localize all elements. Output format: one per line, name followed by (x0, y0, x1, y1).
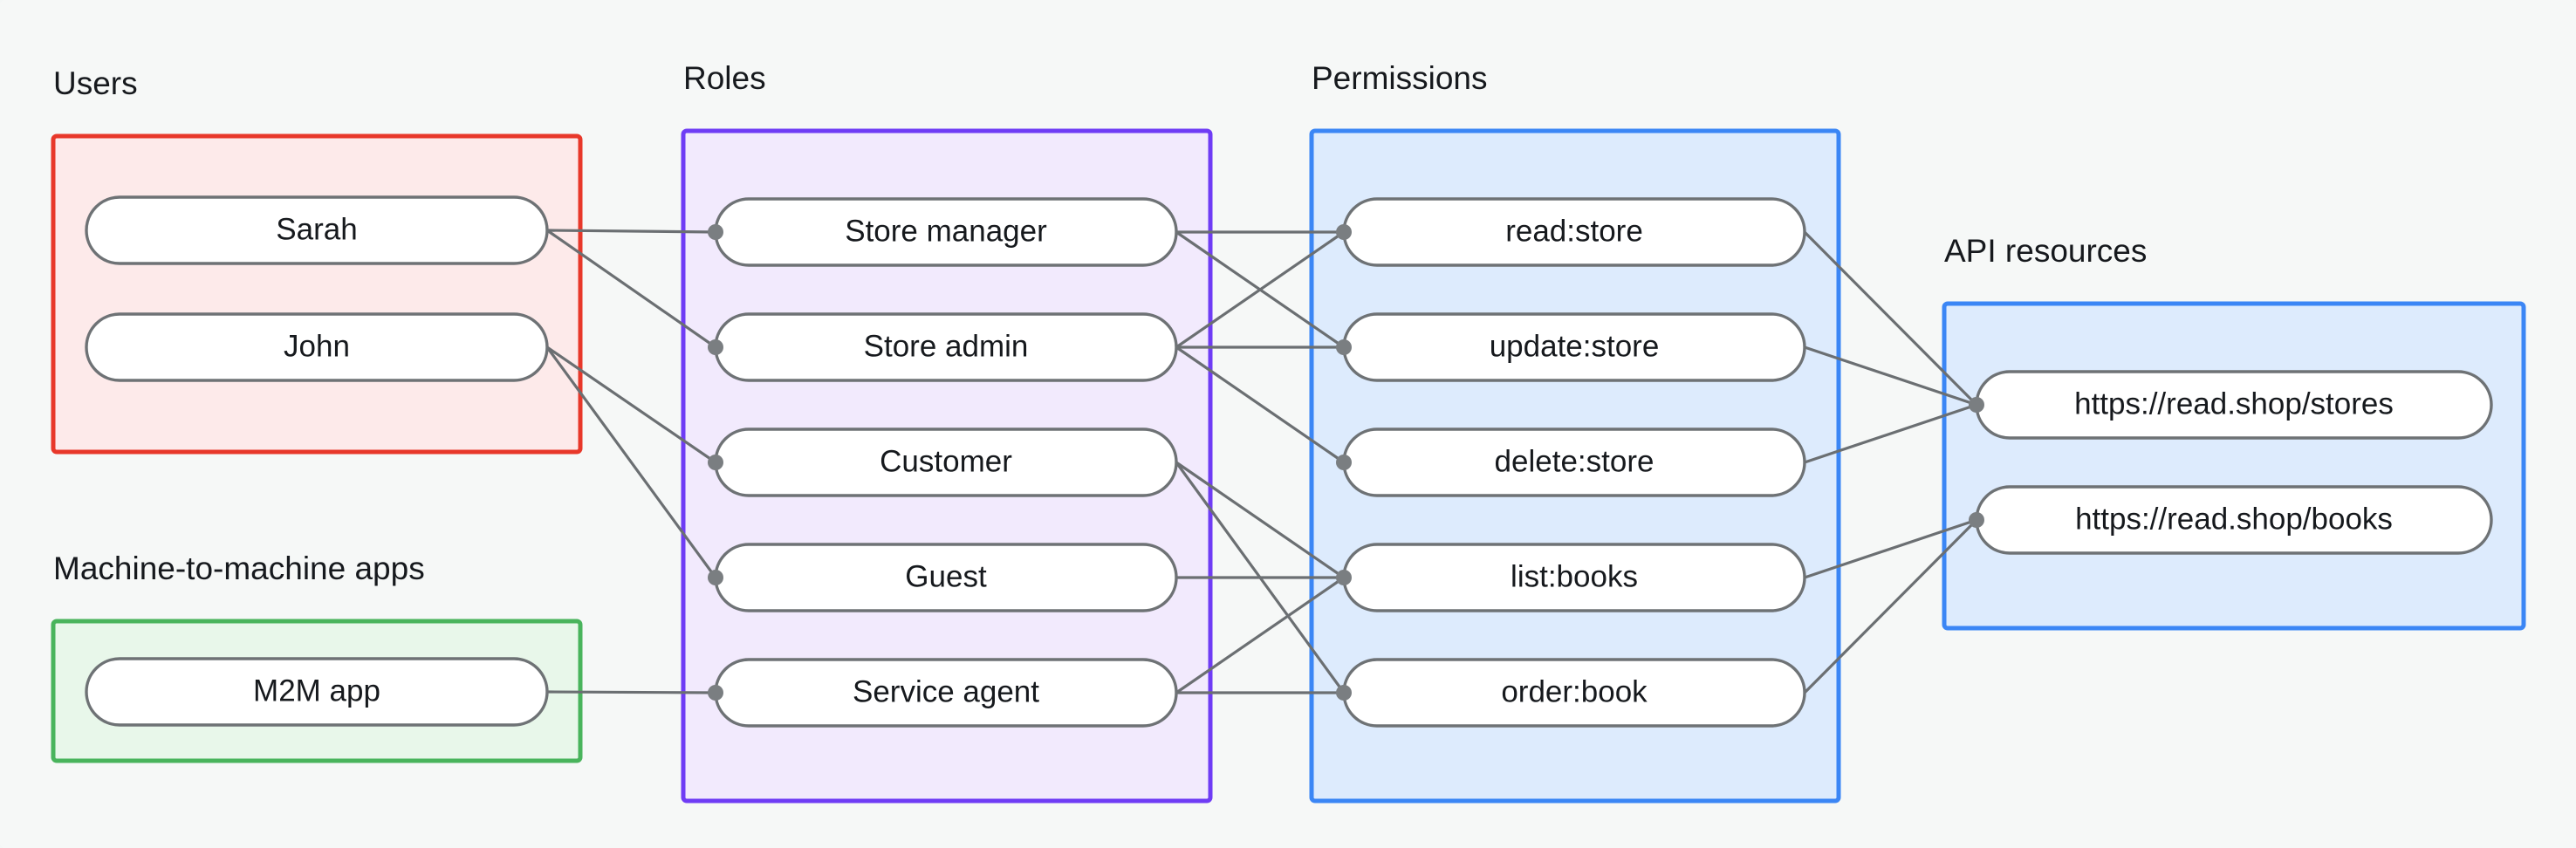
edge-endpoint-guest (708, 570, 723, 585)
node-label-m2m_app: M2M app (253, 674, 380, 708)
edge-service_agent-to-list_books (1175, 576, 1345, 694)
node-sarah[interactable] (85, 195, 549, 265)
node-label-sarah: Sarah (276, 212, 357, 246)
node-label-store_admin: Store admin (864, 329, 1029, 363)
edge-m2m_app-to-service_agent (546, 690, 716, 694)
edge-endpoint-list_books (1336, 570, 1352, 585)
edge-endpoint-store_admin (708, 339, 723, 355)
node-label-delete_store: delete:store (1495, 444, 1655, 478)
edge-store_admin-to-read_store (1175, 230, 1345, 349)
edge-endpoint-res_stores (1969, 397, 1984, 413)
node-john[interactable] (85, 312, 549, 382)
edge-endpoint-order_book (1336, 685, 1352, 701)
node-label-customer: Customer (880, 444, 1012, 478)
node-label-update_store: update:store (1490, 329, 1660, 363)
edge-layer (545, 229, 1978, 694)
group-label-roles: Roles (683, 60, 766, 96)
endpoint-layer (708, 224, 1984, 701)
node-label-store_manager: Store manager (845, 214, 1047, 248)
edge-read_store-to-res_stores (1803, 230, 1978, 407)
edge-list_books-to-res_books (1804, 518, 1977, 579)
edge-endpoint-update_store (1336, 339, 1352, 355)
group-container-api_resources (1942, 301, 2526, 631)
edge-endpoint-delete_store (1336, 455, 1352, 470)
edge-john-to-customer (546, 345, 716, 464)
edge-store_admin-to-delete_store (1175, 345, 1345, 464)
node-label-res_stores: https://read.shop/stores (2074, 386, 2394, 421)
edge-endpoint-customer (708, 455, 723, 470)
group-label-permissions: Permissions (1312, 60, 1488, 96)
node-label-list_books: list:books (1511, 559, 1638, 593)
edge-delete_store-to-res_stores (1804, 403, 1977, 464)
edge-endpoint-read_store (1336, 224, 1352, 240)
edge-update_store-to-res_stores (1804, 345, 1977, 407)
node-label-read_store: read:store (1505, 214, 1643, 248)
node-label-john: John (284, 329, 350, 363)
edge-order_book-to-res_books (1803, 518, 1978, 694)
node-label-order_book: order:book (1501, 674, 1648, 708)
edge-endpoint-store_manager (708, 224, 723, 240)
node-label-guest: Guest (905, 559, 987, 593)
edge-john-to-guest (545, 346, 717, 578)
edge-customer-to-list_books (1175, 461, 1345, 579)
edge-sarah-to-store_manager (546, 229, 716, 234)
edge-endpoint-service_agent (708, 685, 723, 701)
group-label-users: Users (53, 65, 138, 101)
group-label-m2m: Machine-to-machine apps (53, 551, 425, 586)
group-label-api_resources: API resources (1944, 233, 2147, 269)
group-container-users (51, 133, 583, 455)
edge-sarah-to-store_admin (546, 229, 716, 349)
node-label-service_agent: Service agent (853, 674, 1039, 708)
edge-endpoint-res_books (1969, 512, 1984, 528)
node-m2m_app[interactable] (85, 657, 549, 727)
node-label-res_books: https://read.shop/books (2075, 502, 2393, 536)
